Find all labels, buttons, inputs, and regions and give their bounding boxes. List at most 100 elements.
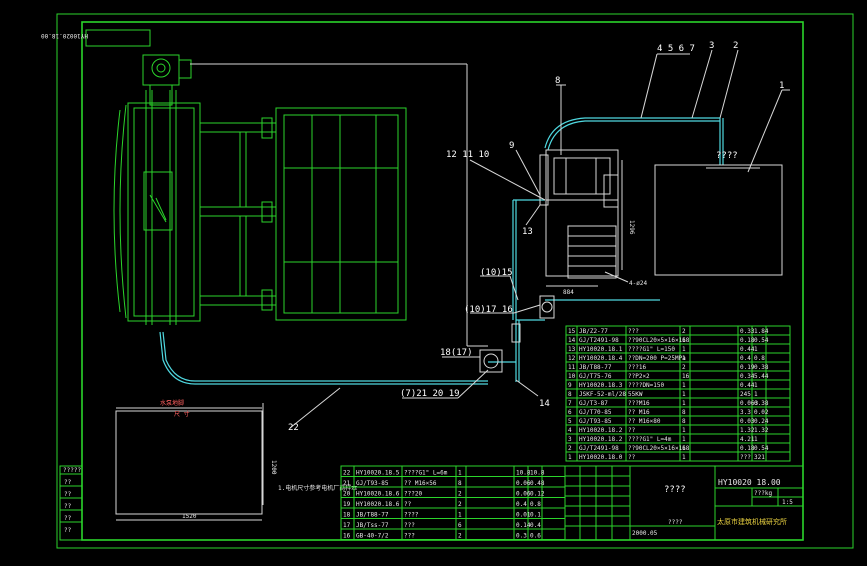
bom-upper-cell-code: GJ/T75-76 — [579, 373, 612, 380]
callout-leaders — [289, 49, 790, 429]
bom-upper-cell-name: ????G1" L=4m — [628, 436, 672, 443]
bom-upper-cell-name: ??? — [628, 328, 639, 335]
callout-4567: 4 5 6 7 — [657, 44, 695, 54]
bom-upper-cell-no: 6 — [568, 409, 572, 416]
bom-lower-cell-name: ???? — [404, 512, 419, 519]
bom-lower-cell-no: 20 — [343, 491, 351, 498]
bom-lower-cell-qty: 2 — [458, 533, 462, 540]
bom-upper-cell-w2: 1 — [754, 346, 758, 353]
pump-motor-unit — [539, 149, 619, 279]
bom-upper-cell-no: 2 — [568, 445, 572, 452]
bom-lower-cell-w2: 10.8 — [530, 470, 545, 477]
signature-date: 2000.05 — [632, 530, 658, 537]
bom-upper-cell-w1: 0.03 — [740, 418, 755, 425]
bom-upper-cell-w2: 5.44 — [754, 373, 769, 380]
title-center: ???? — [664, 485, 686, 495]
bom-upper-cell-no: 9 — [568, 382, 572, 389]
foundation-outline — [115, 407, 263, 515]
bom-upper-cell-no: 14 — [568, 337, 576, 344]
bom-upper-cell-qty: 1 — [682, 445, 686, 452]
bom-lower-cell-w1: 0.06 — [516, 491, 531, 498]
bom-lower-cell-code: HY10020.18.5 — [356, 470, 400, 477]
bom-upper-cell-code: GJ/T70-85 — [579, 409, 612, 416]
bom-upper-cell-name: ?? M16 — [628, 409, 650, 416]
bom-upper-cell-qty: 8 — [682, 418, 686, 425]
scale-value: 1:5 — [782, 499, 793, 506]
svg-text:??: ?? — [64, 503, 72, 510]
outer-frame — [56, 13, 854, 549]
callout-1817: 18(17) — [440, 348, 473, 358]
bom-upper-cell-name: ?? M16×80 — [628, 418, 661, 425]
bom-lower-cell-code: HY10020.18.6 — [356, 501, 400, 508]
bom-upper-cell-no: 13 — [568, 346, 576, 353]
bom-lower-cell-name: ?? — [404, 501, 412, 508]
bom-lower-cell-w2: 0.12 — [530, 491, 545, 498]
bom-upper-cell-code: JB/T88-77 — [579, 364, 612, 371]
bom-upper-cell-code: GJ/T2491-98 — [579, 445, 619, 452]
bom-upper-cell-qty: 8 — [682, 409, 686, 416]
bom-upper-cell-no: 4 — [568, 427, 572, 434]
bom-upper-cell-no: 11 — [568, 364, 576, 371]
bom-upper-cell-no: 3 — [568, 436, 572, 443]
bom-upper-cell-w1: 3.3 — [740, 409, 751, 416]
callout-22: 22 — [288, 423, 299, 433]
bom-upper-cell-name: ?? — [628, 427, 636, 434]
bom-lower-cell-w1: 0.14 — [516, 522, 531, 529]
bom-upper-cell-w2: 0.8 — [754, 355, 765, 362]
bom-upper-cell-code: JB/Z2-77 — [579, 328, 608, 335]
revision-label: ????? — [63, 467, 81, 474]
callout-121110: 12 11 10 — [446, 150, 489, 160]
bom-upper-cell-w2: 1 — [754, 436, 758, 443]
drawing-code: HY10020 18.00 — [718, 478, 781, 487]
bom-lower-cell-code: JB/T88-77 — [356, 512, 389, 519]
bom-upper-cell-code: HY10020.18.2 — [579, 436, 623, 443]
bom-lower-cell-no: 22 — [343, 470, 351, 477]
bom-lower-cell-name: ????G1" L=6m — [404, 470, 448, 477]
bom-lower-cell-qty: 1 — [458, 512, 462, 519]
bom-upper-cell-name: ??90CL20×5×16×168 — [628, 337, 690, 344]
bom-upper-cell-name: 55KW — [628, 391, 643, 398]
bom-lower-cell-name: ?? M16×56 — [404, 480, 437, 487]
bom-upper-cell-w2: 1.84 — [754, 328, 769, 335]
foundation-title: 水泵地脚 — [160, 399, 184, 407]
bom-lower-cell-no: 16 — [343, 533, 351, 540]
bom-upper-cell-qty: 1 — [682, 346, 686, 353]
bom-upper-cell-w2: 0.54 — [754, 337, 769, 344]
fitting-15 — [511, 323, 521, 343]
bom-upper-cell-name: ????G1" L=150 — [628, 346, 675, 353]
bom-upper-cell-code: GJ/T3-87 — [579, 400, 608, 407]
bom-lower-cell-no: 19 — [343, 501, 351, 508]
bom-lower-cell-code: HY10020.18.6 — [356, 491, 400, 498]
bom-upper-cell-w1: 0.19 — [740, 364, 755, 371]
bom-upper-cell-w1: 0.44 — [740, 346, 755, 353]
bom-upper-cell-qty: 2 — [682, 364, 686, 371]
bom-upper-cell-qty: 1 — [682, 400, 686, 407]
bom-upper-cell-w2: 0.38 — [754, 400, 769, 407]
bom-upper-cell-no: 10 — [568, 373, 576, 380]
bom-upper-cell-qty: 1 — [682, 436, 686, 443]
bom-lower-cell-w2: 0.1 — [530, 512, 541, 519]
dim-884: 884 — [563, 289, 574, 296]
bom-upper-cell-w2: 0.24 — [754, 418, 769, 425]
bom-upper-cell-w2: 1 — [754, 382, 758, 389]
bom-upper-cell-name: ???16 — [628, 364, 646, 371]
valve-16 — [539, 295, 555, 319]
bom-upper-cell-no: 5 — [568, 418, 572, 425]
svg-text:??: ?? — [64, 515, 72, 522]
callout-14: 14 — [539, 399, 550, 409]
bom-lower-cell-no: 21 — [343, 480, 351, 487]
bom-upper-cell-qty: 16 — [682, 373, 690, 380]
bom-lower-cell-code: JB/Tss-77 — [356, 522, 389, 529]
bom-lower-cell-w1: 0.06 — [516, 480, 531, 487]
bom-lower-cell-w2: 0.8 — [530, 501, 541, 508]
bom-upper-cell-w2: 1.32 — [754, 427, 769, 434]
bom-upper-cell-name: ????DN=150 — [628, 382, 665, 389]
bom-upper-cell-w1: 1.32 — [740, 427, 755, 434]
dim-1520: 1520 — [182, 513, 197, 520]
callout-8: 8 — [555, 76, 560, 86]
bom-lower-cell-code: GJ/T93-85 — [356, 480, 389, 487]
foundation-subtitle: 尺 寸 — [174, 410, 190, 418]
